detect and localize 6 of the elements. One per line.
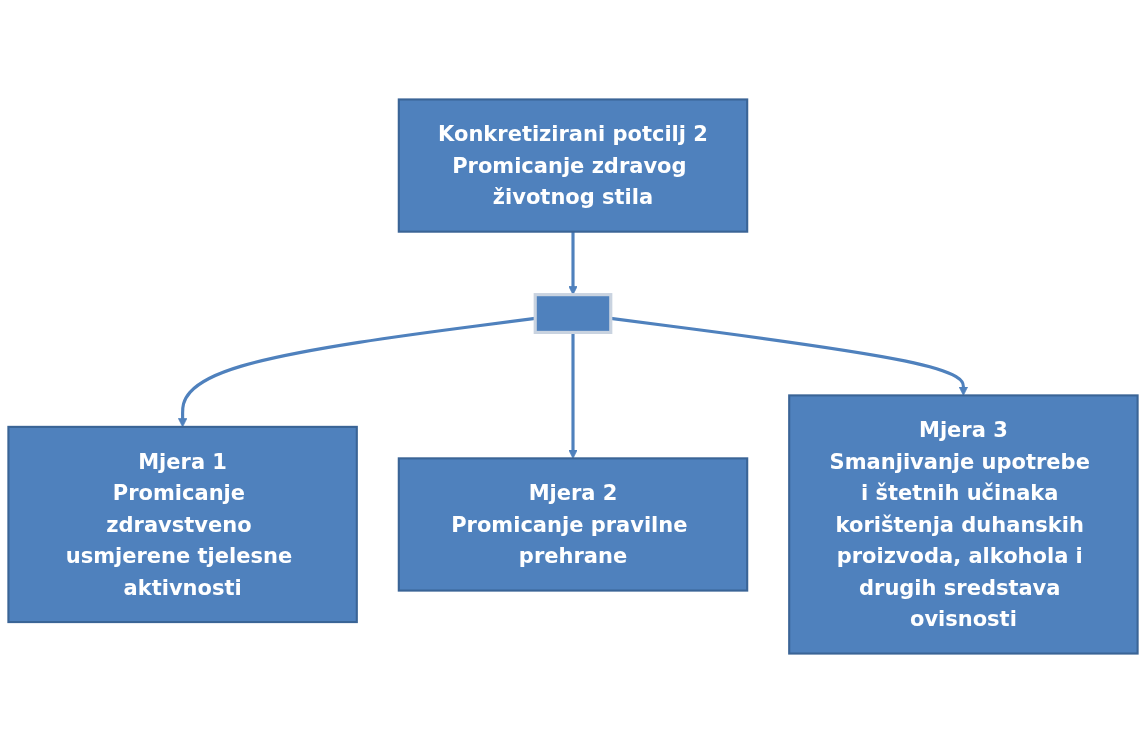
arrow [568, 332, 578, 459]
node-box: Mjera 3 Smanjivanje upotrebe i štetnih učinaka korištenja duhanskih proizvoda, alkohola i drugih sredstava ovisnosti [788, 394, 1139, 655]
node-box: Mjera 1 Promicanje zdravstveno usmjerene tjelesne aktivnosti [7, 425, 358, 624]
node-box: Konkretizirani potcilj 2 Promicanje zdravog životnog stila [397, 98, 749, 233]
node-bar [533, 293, 613, 334]
node-box: Mjera 2 Promicanje pravilne prehrane [397, 457, 749, 592]
